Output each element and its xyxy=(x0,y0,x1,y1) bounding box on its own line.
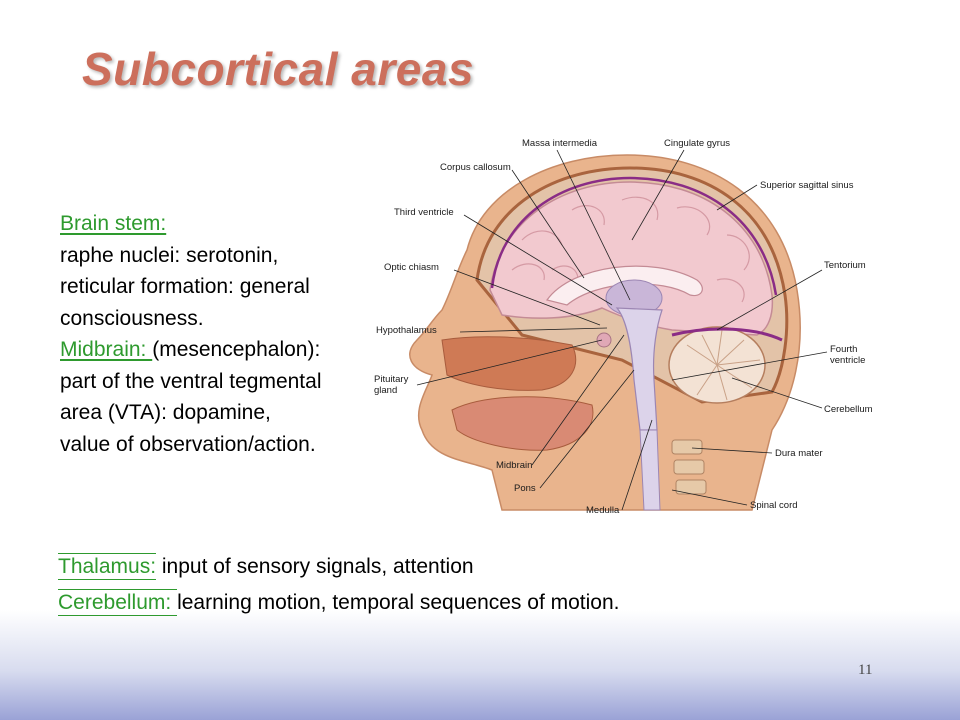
cerebellum-heading: Cerebellum: xyxy=(58,589,178,616)
brainstem-heading: Brain stem: xyxy=(60,212,167,235)
label-tentorium: Tentorium xyxy=(824,260,866,271)
label-dura-mater: Dura mater xyxy=(775,448,823,459)
label-hypothalamus: Hypothalamus xyxy=(376,325,437,336)
footer-gradient xyxy=(0,610,960,720)
slide-title: Subcortical areas xyxy=(82,43,475,95)
label-superior-sagittal-sinus: Superior sagittal sinus xyxy=(760,180,854,191)
label-optic-chiasm: Optic chiasm xyxy=(384,262,439,273)
midbrain-rest: (mesencephalon): xyxy=(152,338,321,361)
brainstem-line-1: raphe nuclei: serotonin, xyxy=(60,243,279,267)
brainstem-line-6: area (VTA): dopamine, xyxy=(60,401,271,424)
label-pituitary-2: gland xyxy=(374,385,397,396)
brainstem-line-5: part of the ventral tegmental xyxy=(60,369,322,393)
label-massa-intermedia: Massa intermedia xyxy=(522,138,598,149)
page-number: 11 xyxy=(858,662,873,678)
tentorium-line xyxy=(671,327,783,342)
sinus-line xyxy=(490,176,778,296)
label-cerebellum: Cerebellum xyxy=(824,404,872,415)
nasal-cavity xyxy=(441,336,577,391)
label-fourth-ventricle-2: ventricle xyxy=(830,355,865,366)
label-third-ventricle: Third ventricle xyxy=(394,207,454,218)
label-cingulate-gyrus: Cingulate gyrus xyxy=(664,138,730,149)
thalamus-line: Thalamus: input of sensory signals, atte… xyxy=(58,549,619,585)
label-fourth-ventricle-1: Fourth xyxy=(830,344,857,355)
label-pons: Pons xyxy=(514,483,536,494)
brainstem-line-2: reticular formation: general xyxy=(60,275,310,298)
brainstem-text-block: Brain stem: raphe nuclei: serotonin, ret… xyxy=(60,208,322,460)
pituitary-shape xyxy=(596,332,612,348)
brainstem-line-3: consciousness. xyxy=(60,306,204,330)
cerebellum-line: Cerebellum: learning motion, temporal se… xyxy=(58,585,619,621)
spinal-cord xyxy=(639,429,661,511)
bottom-text-block: Thalamus: input of sensory signals, atte… xyxy=(58,549,619,621)
brainstem-line-7: value of observation/action. xyxy=(60,432,316,456)
brain-sagittal-diagram: Massa intermedia Cingulate gyrus Corpus … xyxy=(372,130,872,520)
cerebellum-text: learning motion, temporal sequences of m… xyxy=(177,591,620,614)
brain-illustration: Massa intermedia Cingulate gyrus Corpus … xyxy=(374,138,872,516)
thalamus-heading: Thalamus: xyxy=(58,553,157,580)
label-pituitary-1: Pituitary xyxy=(374,374,409,385)
label-medulla: Medulla xyxy=(586,505,620,516)
thalamus-text: input of sensory signals, attention xyxy=(156,555,474,578)
midbrain-heading: Midbrain: xyxy=(60,338,153,361)
label-midbrain: Midbrain xyxy=(496,460,532,471)
label-corpus-callosum: Corpus callosum xyxy=(440,162,511,173)
label-spinal-cord: Spinal cord xyxy=(750,500,798,511)
